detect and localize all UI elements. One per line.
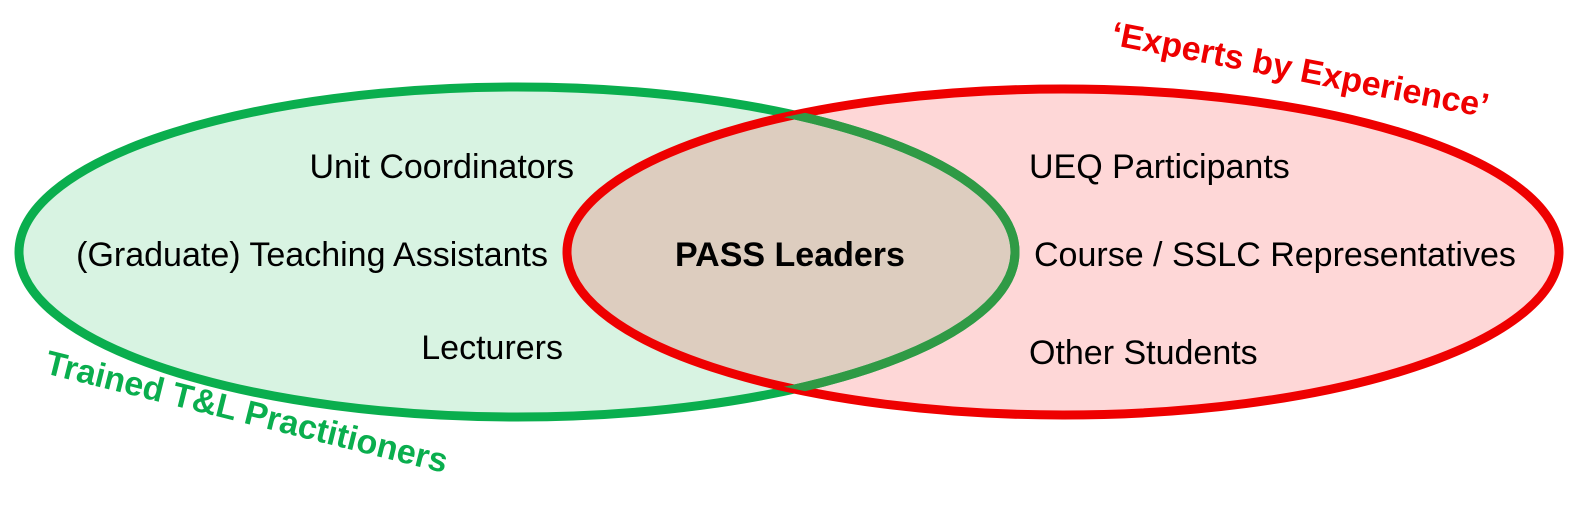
right-item-ueq-participants: UEQ Participants	[1029, 148, 1290, 186]
right-item-course-sslc-representatives: Course / SSLC Representatives	[1034, 236, 1516, 274]
left-item-unit-coordinators: Unit Coordinators	[309, 148, 574, 186]
left-item-lecturers: Lecturers	[421, 329, 563, 367]
right-item-other-students: Other Students	[1029, 334, 1258, 372]
overlap-outline-segment	[567, 89, 1020, 415]
overlap-region-fill	[567, 89, 1015, 415]
intersection-label: PASS Leaders	[675, 236, 905, 274]
left-item-teaching-assistants: (Graduate) Teaching Assistants	[76, 236, 548, 274]
right-set-outline	[562, 84, 1564, 420]
